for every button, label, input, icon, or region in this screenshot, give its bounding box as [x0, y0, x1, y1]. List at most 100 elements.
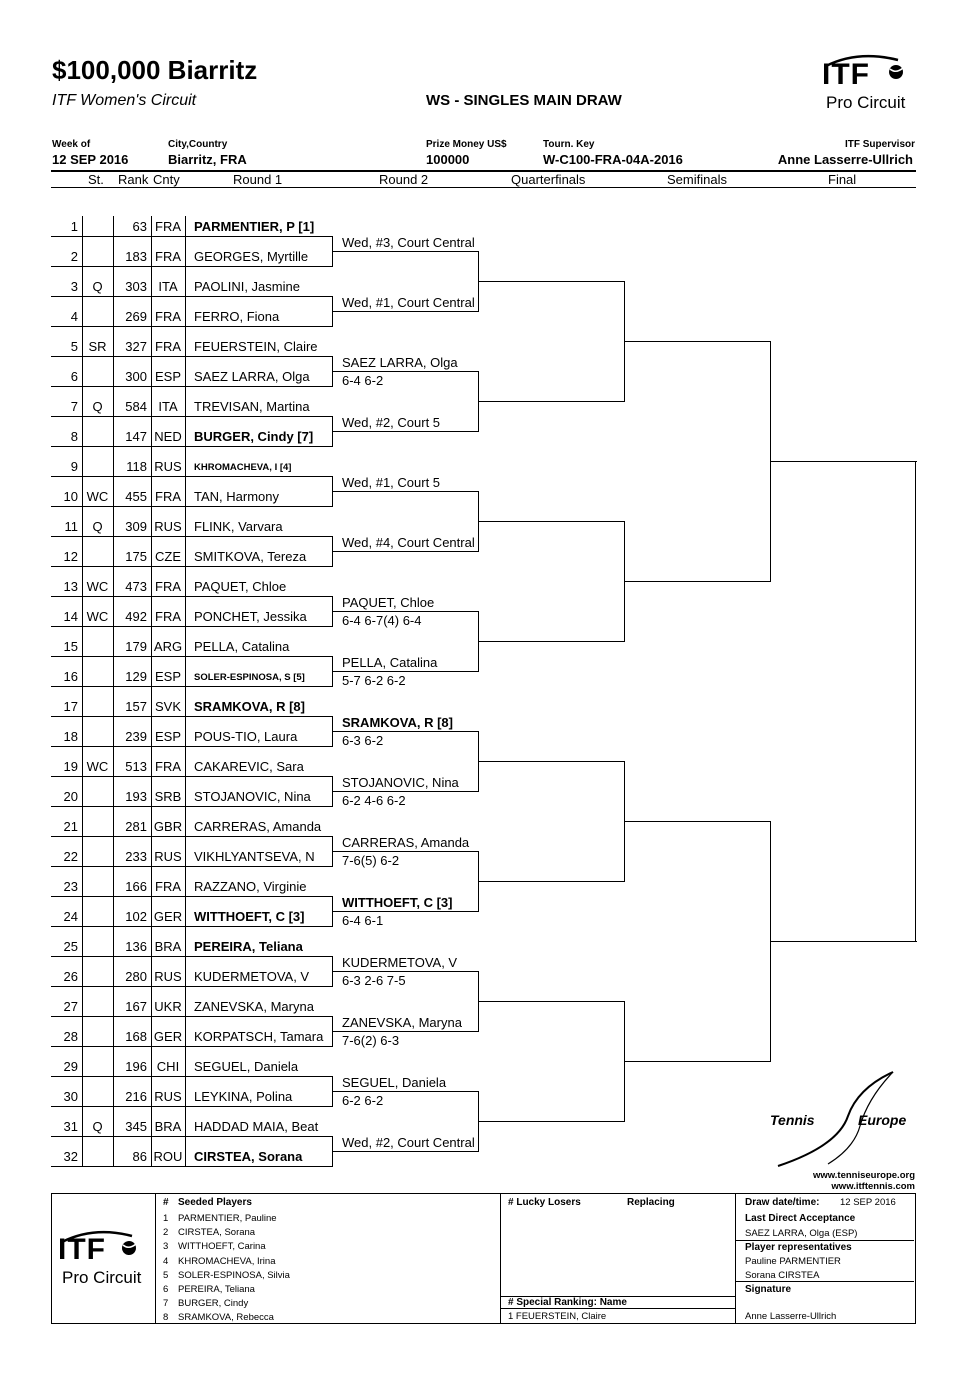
tennis-europe-logo: Tennis Europe [768, 1068, 918, 1168]
prize-value: 100000 [426, 152, 470, 167]
player-name[interactable]: SRAMKOVA, R [8] [194, 699, 305, 714]
lucky-losers-header: # Lucky Losers [508, 1197, 581, 1208]
city-value: Biarritz, FRA [168, 152, 247, 167]
player-name[interactable]: PAOLINI, Jasmine [194, 279, 300, 294]
round2-entry[interactable]: Wed, #2, Court Central [342, 1135, 475, 1150]
bracket-result-line [478, 881, 625, 882]
player-name[interactable]: STOJANOVIC, Nina [194, 789, 311, 804]
player-row-line [51, 1106, 332, 1107]
player-name[interactable]: WITTHOEFT, C [3] [194, 909, 305, 924]
player-country: GBR [153, 819, 183, 834]
player-name[interactable]: SAEZ LARRA, Olga [194, 369, 310, 384]
col-cnty: Cnty [153, 172, 180, 187]
player-name[interactable]: GEORGES, Myrtille [194, 249, 309, 264]
player-name[interactable]: VIKHLYANTSEVA, N [194, 849, 315, 864]
draw-position: 26 [63, 969, 78, 984]
round2-entry[interactable]: SAEZ LARRA, Olga [342, 355, 458, 370]
table-column-line [151, 216, 152, 1166]
col-round1: Round 1 [233, 172, 283, 187]
round2-entry[interactable]: PELLA, Catalina [342, 655, 438, 670]
entry-status: WC [86, 609, 109, 624]
player-rank: 196 [125, 1059, 147, 1074]
player-name[interactable]: SEGUEL, Daniela [194, 1059, 299, 1074]
pro-circuit-text: Pro Circuit [826, 93, 906, 112]
round2-entry[interactable]: WITTHOEFT, C [3] [342, 895, 453, 910]
player-name[interactable]: KHROMACHEVA, I [4] [194, 462, 292, 473]
player-country: ITA [158, 279, 178, 294]
round2-entry[interactable]: STOJANOVIC, Nina [342, 775, 459, 790]
europe-text: Europe [858, 1112, 907, 1128]
round2-entry[interactable]: Wed, #2, Court 5 [342, 415, 441, 430]
player-rank: 280 [125, 969, 147, 984]
player-row-line [51, 566, 332, 567]
player-name[interactable]: TREVISAN, Martina [194, 399, 310, 414]
draw-position: 18 [63, 729, 78, 744]
player-row-line [51, 236, 332, 237]
bracket-result-line [332, 911, 479, 912]
player-name[interactable]: CAKAREVIC, Sara [194, 759, 304, 774]
draw-position: 7 [70, 399, 78, 414]
url-itftennis[interactable]: www.itftennis.com [831, 1181, 915, 1192]
seed-header: Seeded Players [178, 1197, 252, 1208]
round2-score: 7-6(2) 6-3 [342, 1033, 400, 1048]
round2-entry[interactable]: SRAMKOVA, R [8] [342, 715, 453, 730]
player-rank: 166 [125, 879, 147, 894]
player-name[interactable]: KUDERMETOVA, V [194, 969, 310, 984]
round2-score: 6-4 6-7(4) 6-4 [342, 613, 422, 628]
player-rank: 63 [132, 219, 147, 234]
player-row-line [51, 1016, 332, 1017]
player-name[interactable]: PELLA, Catalina [194, 639, 290, 654]
round2-score: 6-3 2-6 7-5 [342, 973, 406, 988]
bracket-result-line [478, 1121, 625, 1122]
seed-player-name: WITTHOEFT, Carina [178, 1241, 266, 1253]
round2-entry[interactable]: Wed, #4, Court Central [342, 535, 475, 550]
player-name[interactable]: CIRSTEA, Sorana [194, 1149, 303, 1164]
url-tenniseurope[interactable]: www.tenniseurope.org [812, 1170, 915, 1181]
signature-value: Anne Lasserre-Ullrich [745, 1311, 837, 1322]
round2-entry[interactable]: ZANEVSKA, Maryna [342, 1015, 462, 1030]
player-name[interactable]: TAN, Harmony [194, 489, 279, 504]
col-st: St. [88, 172, 104, 187]
player-reps-label: Player representatives [745, 1242, 852, 1253]
player-name[interactable]: POUS-TIO, Laura [194, 729, 298, 744]
seed-player-name: SOLER-ESPINOSA, Silvia [178, 1269, 290, 1281]
player-country: CHI [156, 1059, 180, 1074]
player-name[interactable]: PAQUET, Chloe [194, 579, 287, 594]
player-name[interactable]: PARMENTIER, P [1] [194, 219, 315, 234]
player-name[interactable]: BURGER, Cindy [7] [194, 429, 314, 444]
player-name[interactable]: FLINK, Varvara [194, 519, 283, 534]
player-name[interactable]: FEUERSTEIN, Claire [194, 339, 318, 354]
player-name[interactable]: SMITKOVA, Tereza [194, 549, 307, 564]
player-row-line [51, 956, 332, 957]
player-rank: 239 [125, 729, 147, 744]
draw-position: 23 [63, 879, 78, 894]
player-name[interactable]: LEYKINA, Polina [194, 1089, 293, 1104]
player-name[interactable]: FERRO, Fiona [194, 309, 280, 324]
draw-position: 1 [70, 219, 78, 234]
col-quarterfinals: Quarterfinals [511, 172, 586, 187]
round2-entry[interactable]: Wed, #1, Court Central [342, 295, 475, 310]
player-row-line [51, 926, 332, 927]
player-row-line [51, 1166, 332, 1167]
draw-position: 27 [63, 999, 78, 1014]
player-name[interactable]: HADDAD MAIA, Beat [194, 1119, 319, 1134]
player-name[interactable]: PONCHET, Jessika [194, 609, 307, 624]
player-name[interactable]: KORPATSCH, Tamara [194, 1029, 324, 1044]
player-rank: 157 [125, 699, 147, 714]
round2-entry[interactable]: CARRERAS, Amanda [342, 835, 470, 850]
tournament-title: $100,000 Biarritz [52, 55, 258, 85]
player-name[interactable]: RAZZANO, Virginie [194, 879, 307, 894]
player-name[interactable]: PEREIRA, Teliana [194, 939, 303, 954]
player-rank: 86 [132, 1149, 147, 1164]
city-label: City,Country [168, 139, 228, 150]
round2-entry[interactable]: PAQUET, Chloe [342, 595, 435, 610]
round2-score: 5-7 6-2 6-2 [342, 673, 406, 688]
round2-entry[interactable]: KUDERMETOVA, V [342, 955, 458, 970]
player-row-line [51, 986, 332, 987]
round2-entry[interactable]: Wed, #3, Court Central [342, 235, 475, 250]
player-name[interactable]: ZANEVSKA, Maryna [194, 999, 314, 1014]
player-name[interactable]: CARRERAS, Amanda [194, 819, 322, 834]
player-name[interactable]: SOLER-ESPINOSA, S [5] [194, 672, 305, 683]
round2-entry[interactable]: Wed, #1, Court 5 [342, 475, 441, 490]
round2-entry[interactable]: SEGUEL, Daniela [342, 1075, 447, 1090]
